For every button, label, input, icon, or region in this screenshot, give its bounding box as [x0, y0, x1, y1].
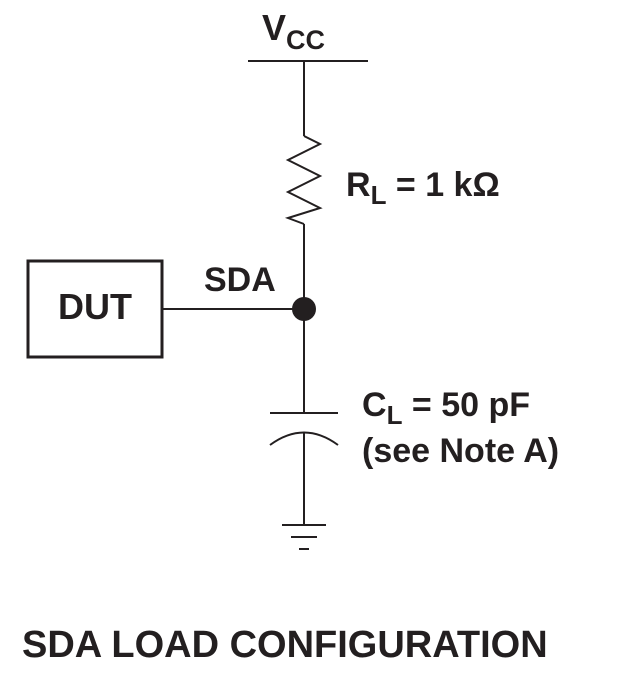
- resistor-label: RL = 1 kΩ: [346, 166, 500, 210]
- capacitor-label: CL = 50 pF: [362, 386, 530, 430]
- capacitor-label-value: = 50 pF: [402, 386, 530, 424]
- diagram-caption: SDA LOAD CONFIGURATION: [22, 624, 548, 666]
- ground-symbol: [282, 524, 326, 550]
- vcc-label-main: V: [262, 7, 286, 48]
- dut-label: DUT: [58, 286, 132, 327]
- sda-node-label: SDA: [204, 261, 276, 299]
- resistor-label-main: R: [346, 166, 371, 204]
- capacitor-label-main: C: [362, 386, 387, 424]
- capacitor-bottom-plate: [269, 431, 339, 446]
- resistor-label-sub: L: [371, 180, 387, 210]
- resistor-label-value: = 1 kΩ: [386, 166, 499, 204]
- resistor-rl: [284, 135, 323, 225]
- capacitor-label-sub: L: [387, 400, 403, 430]
- capacitor-note: (see Note A): [362, 432, 559, 470]
- vcc-label: VCC: [262, 7, 325, 55]
- vcc-label-sub: CC: [286, 25, 325, 55]
